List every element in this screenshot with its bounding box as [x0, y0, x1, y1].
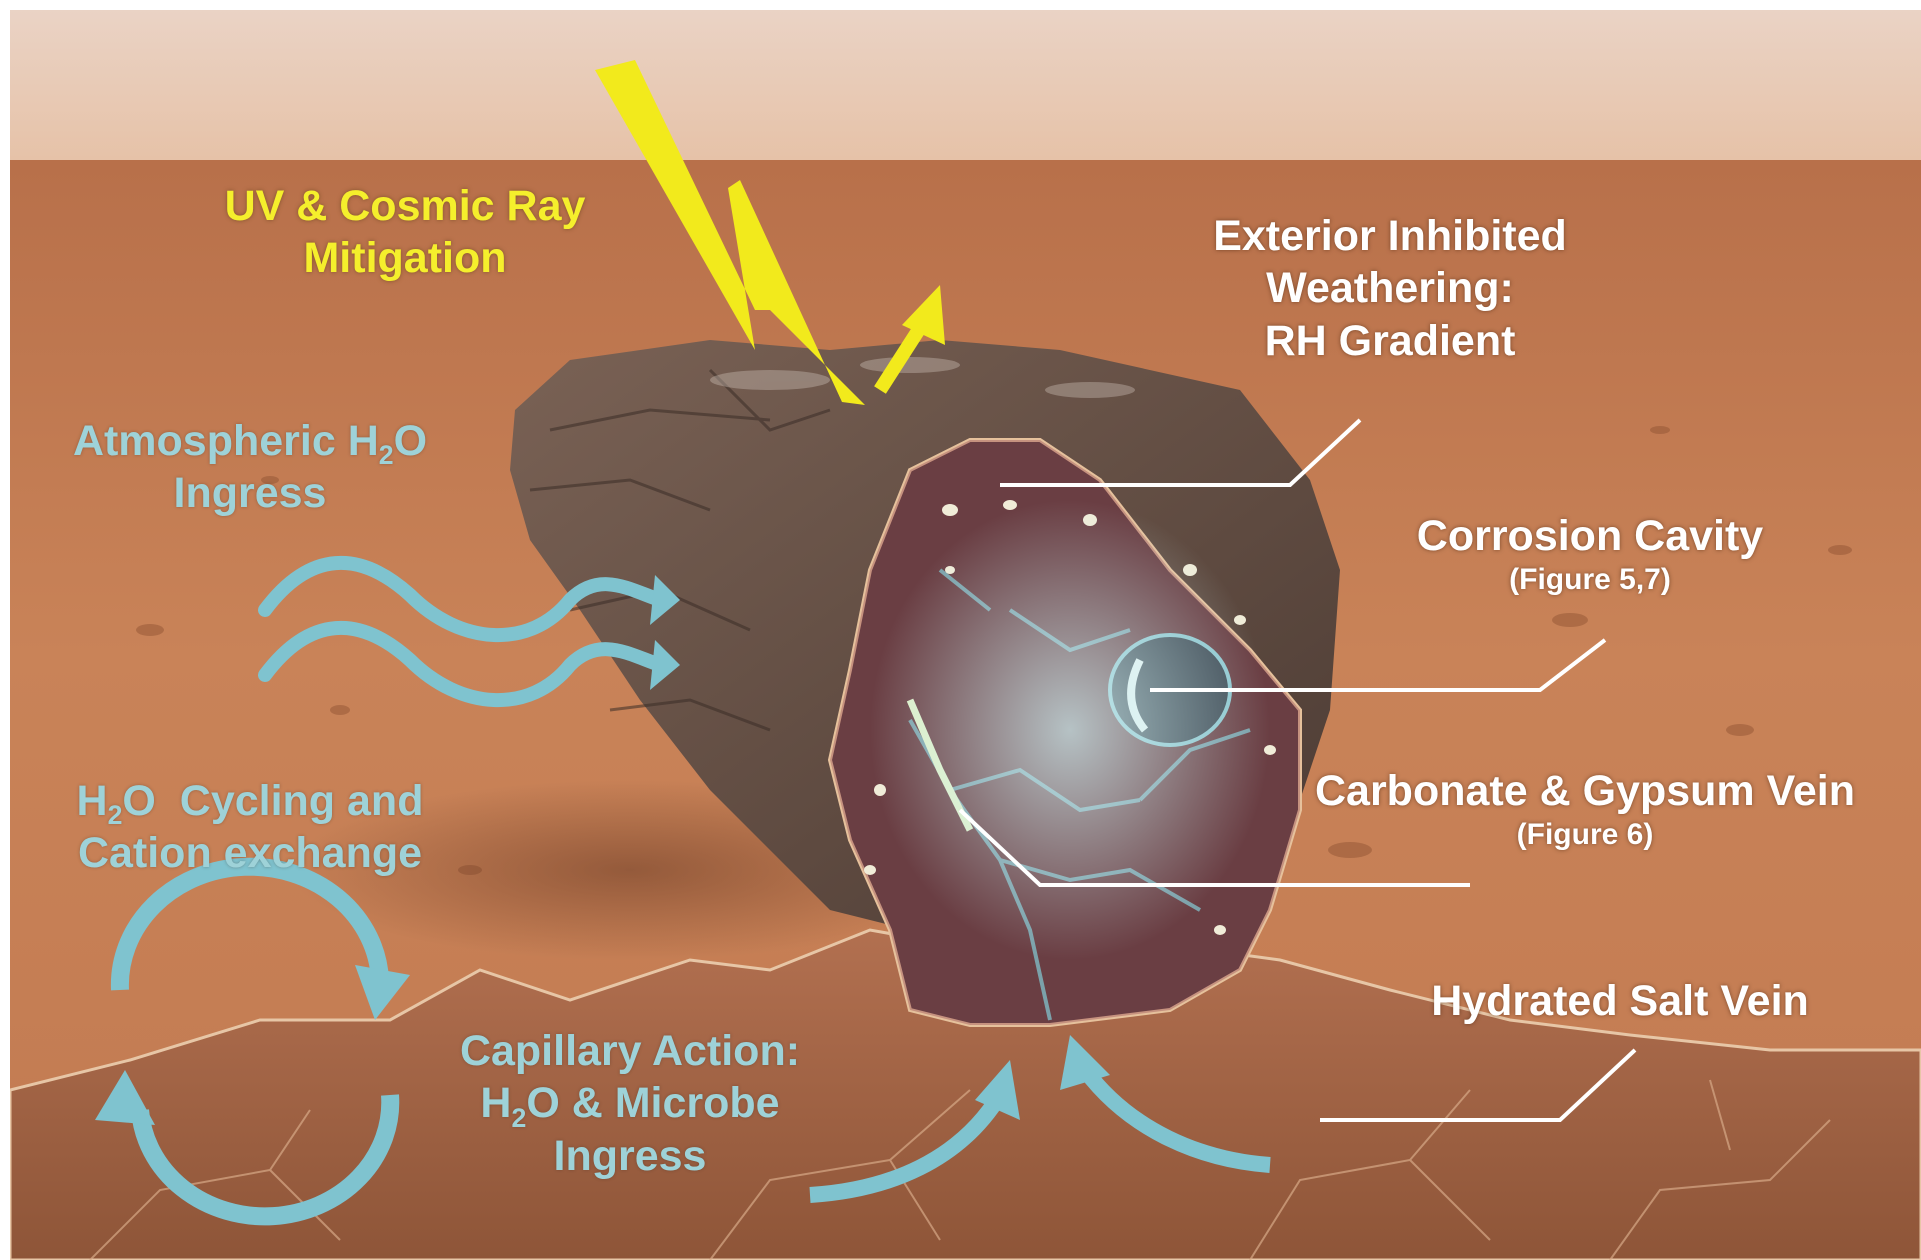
- capillary-label-line2: H2O & Microbe: [420, 1077, 840, 1129]
- atmospheric-label-line1: Atmospheric H2O: [30, 415, 470, 467]
- capillary-label-line3: Ingress: [420, 1130, 840, 1182]
- carbonate-label-title: Carbonate & Gypsum Vein: [1265, 765, 1905, 817]
- carbonate-label-ref: (Figure 6): [1265, 817, 1905, 854]
- capillary-label-line1: Capillary Action:: [420, 1025, 840, 1077]
- corrosion-label: Corrosion Cavity (Figure 5,7): [1380, 510, 1800, 599]
- hydrated-label: Hydrated Salt Vein: [1370, 975, 1870, 1027]
- cycling-label-line2: Cation exchange: [30, 827, 470, 879]
- sky: [10, 10, 1921, 170]
- moisture-glow: [870, 500, 1270, 960]
- capillary-label: Capillary Action: H2O & Microbe Ingress: [420, 1025, 840, 1182]
- diagram-scene: UV & Cosmic Ray Mitigation Exterior Inhi…: [10, 10, 1921, 1260]
- exterior-label-line1: Exterior Inhibited: [1160, 210, 1620, 262]
- corrosion-label-title: Corrosion Cavity: [1380, 510, 1800, 562]
- cycling-label: H2O Cycling and Cation exchange: [30, 775, 470, 880]
- corrosion-label-ref: (Figure 5,7): [1380, 562, 1800, 599]
- uv-label-line1: UV & Cosmic Ray: [185, 180, 625, 232]
- carbonate-label: Carbonate & Gypsum Vein (Figure 6): [1265, 765, 1905, 854]
- hydrated-label-title: Hydrated Salt Vein: [1370, 975, 1870, 1027]
- uv-label-line2: Mitigation: [185, 232, 625, 284]
- atmospheric-label: Atmospheric H2O Ingress: [30, 415, 470, 520]
- cycling-label-line1: H2O Cycling and: [30, 775, 470, 827]
- uv-label: UV & Cosmic Ray Mitigation: [185, 180, 625, 285]
- exterior-label-line3: RH Gradient: [1160, 315, 1620, 367]
- atmospheric-label-line2: Ingress: [30, 467, 470, 519]
- exterior-label: Exterior Inhibited Weathering: RH Gradie…: [1160, 210, 1620, 367]
- exterior-label-line2: Weathering:: [1160, 262, 1620, 314]
